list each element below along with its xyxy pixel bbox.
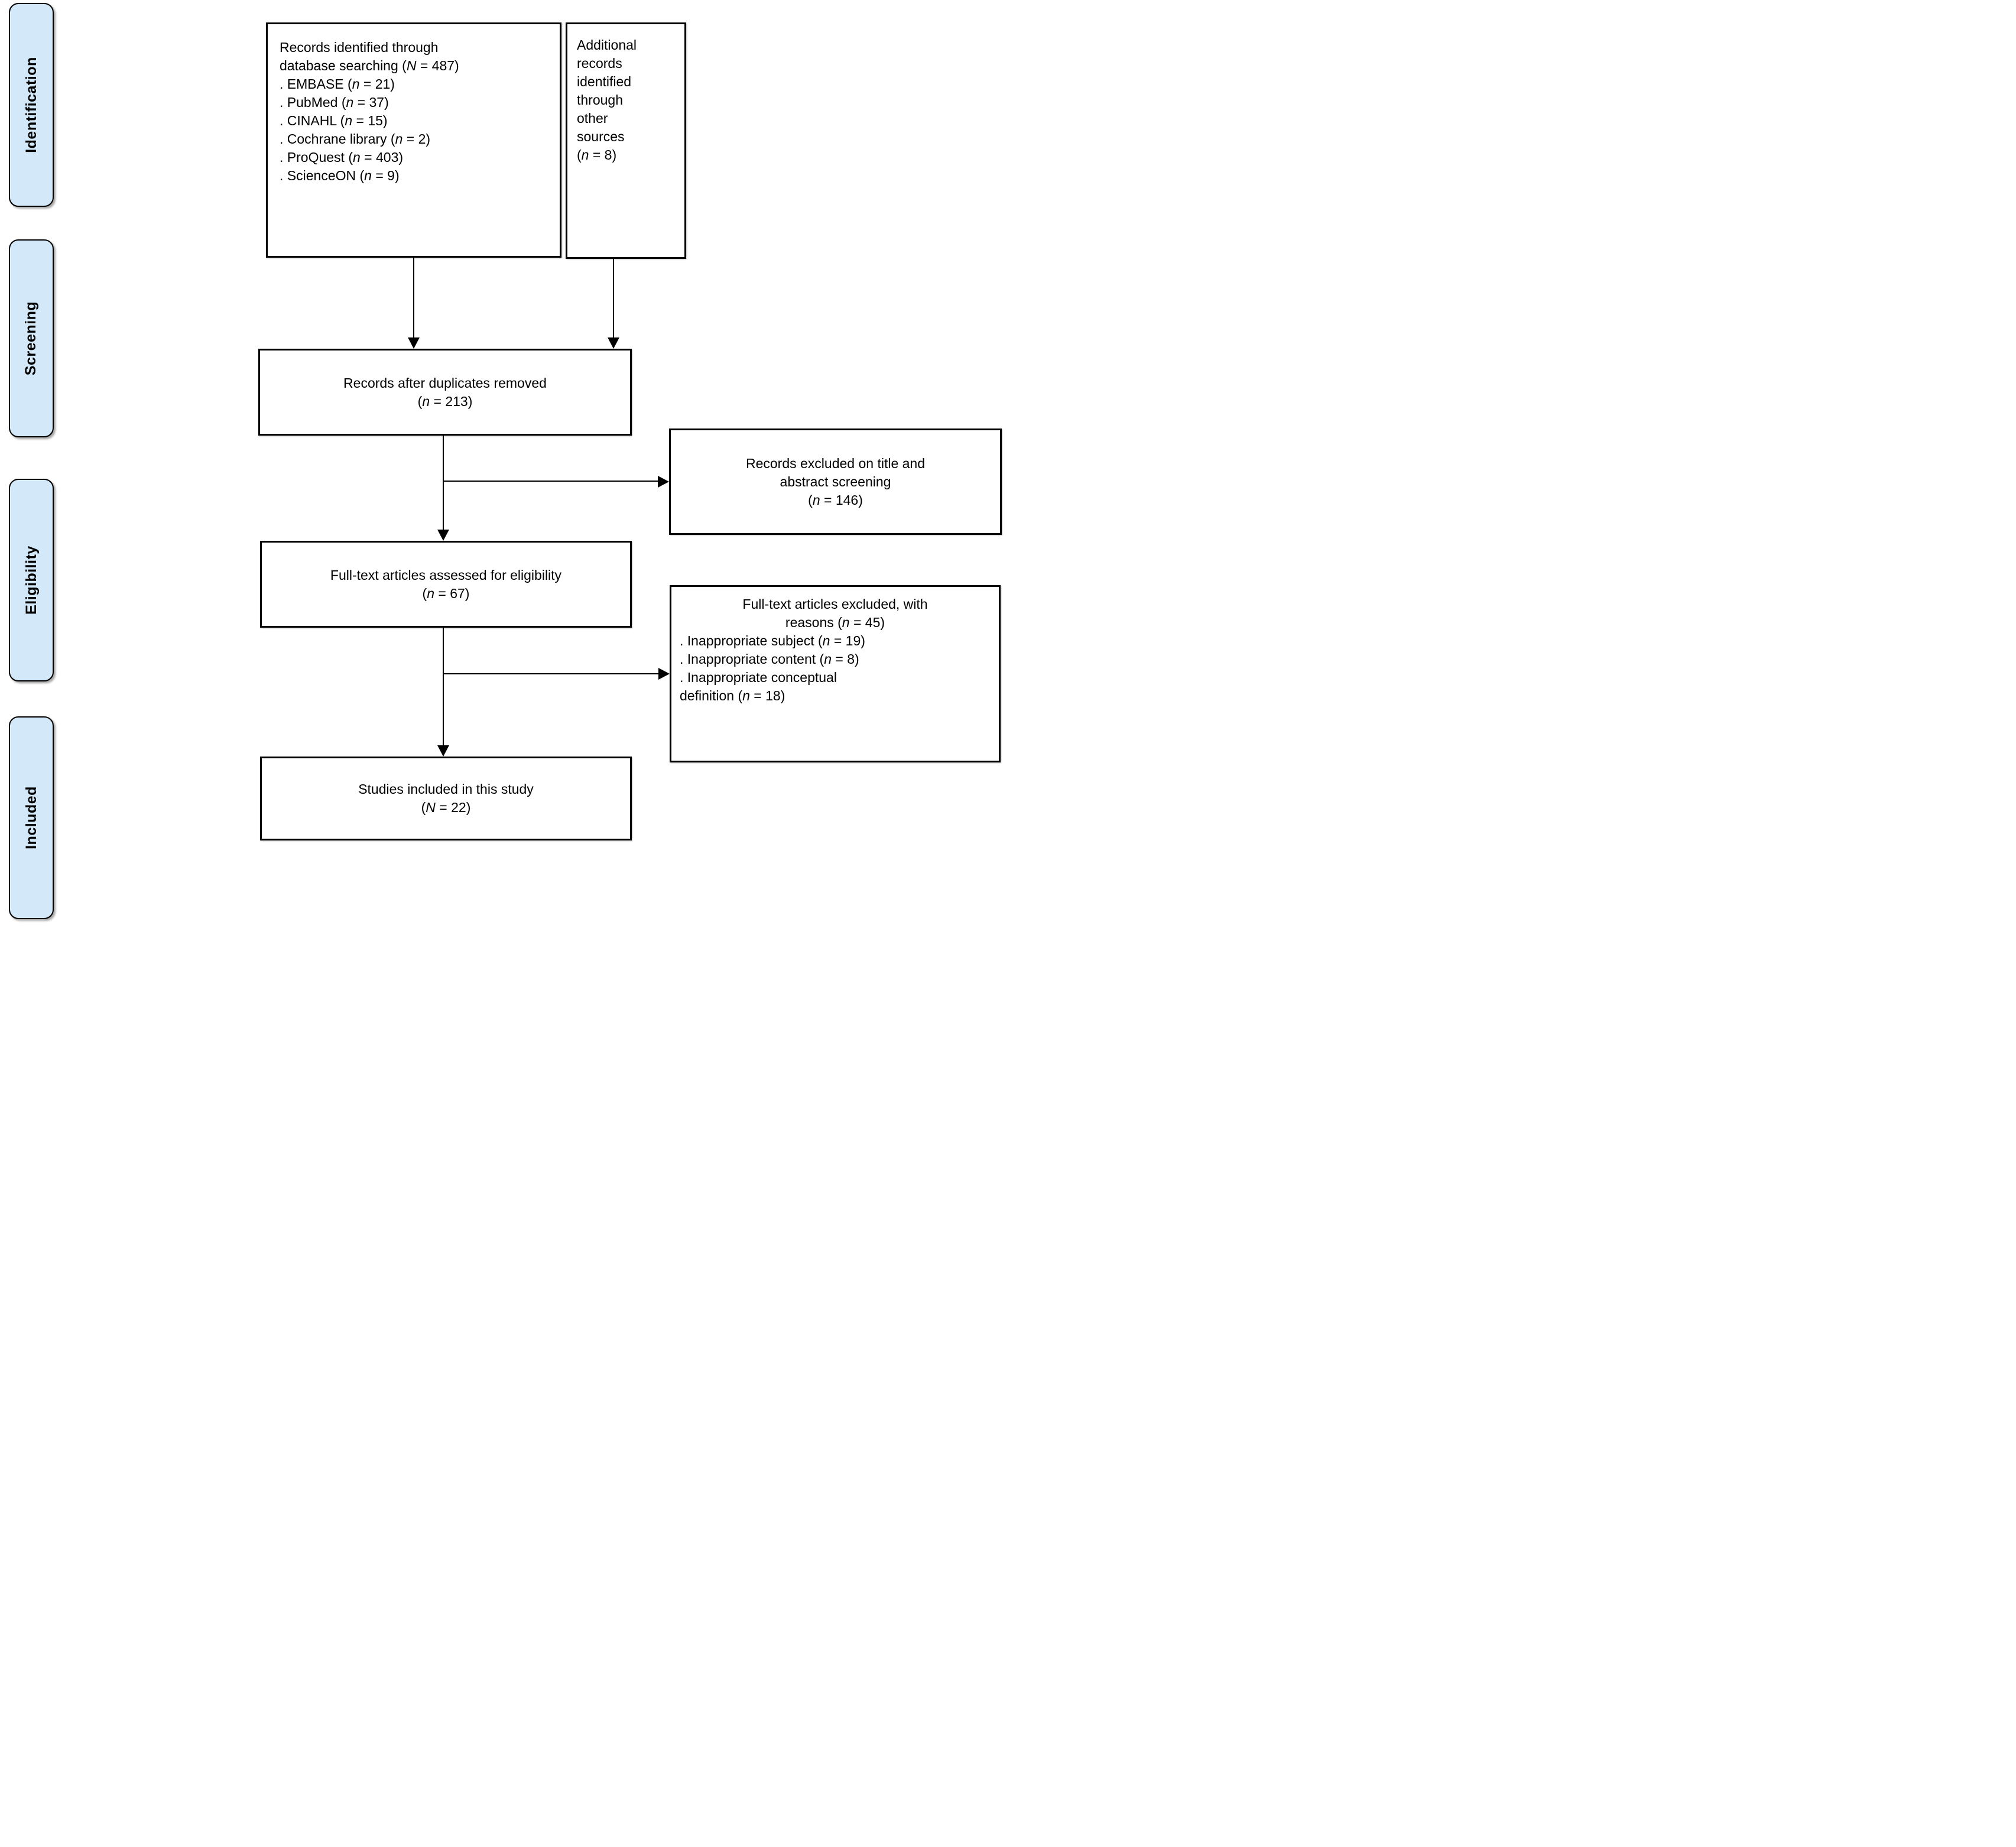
connector-dedup-down (443, 436, 444, 530)
box-records-identified: Records identified through database searc… (266, 22, 561, 258)
arrowhead-identified-to-dedup (408, 337, 420, 349)
box-text-line: Full-text articles excluded, with (742, 596, 928, 612)
box-text-line: Studies included in this study (358, 781, 534, 797)
stage-included: Included (9, 716, 54, 919)
stage-screening: Screening (9, 239, 54, 437)
box-text-line: . EMBASE (n = 21) (280, 76, 395, 92)
box-additional-records: Additional records identified through other s… (566, 22, 686, 259)
branch-dedup-to-excluded (443, 481, 658, 482)
box-text-line: Records excluded on title and (745, 455, 926, 471)
box-text-line: identified (577, 74, 632, 89)
box-text-line: (n = 8) (577, 147, 617, 163)
box-text-line: reasons (n = 45) (785, 615, 885, 630)
box-text-line: . Inappropriate content (n = 8) (680, 651, 859, 667)
box-text-line: (n = 67) (422, 585, 470, 601)
box-studies-included: Studies included in this study (N = 22) (260, 757, 632, 840)
stage-included-label: Included (22, 786, 40, 849)
box-text-line: . ScienceON (n = 9) (280, 168, 400, 183)
stage-identification-label: Identification (22, 57, 40, 153)
box-text-line: . Inappropriate conceptual (680, 670, 837, 685)
box-text-line: . CINAHL (n = 15) (280, 113, 388, 128)
box-text-line: . Inappropriate subject (n = 19) (680, 633, 865, 648)
box-text-line: . PubMed (n = 37) (280, 95, 389, 110)
box-text-line: (n = 213) (417, 393, 473, 409)
stage-screening-label: Screening (22, 301, 40, 376)
box-text-line: other (577, 111, 608, 126)
box-text-line: records (577, 56, 622, 71)
box-text-line: definition (n = 18) (680, 688, 785, 703)
arrowhead-additional-to-dedup (608, 337, 619, 349)
stage-eligibility-label: Eligibility (22, 546, 40, 615)
box-text-line: Full-text articles assessed for eligibil… (330, 567, 562, 583)
box-text-line: (N = 22) (421, 800, 471, 815)
box-text-line: through (577, 92, 624, 108)
box-text-line: Records after duplicates removed (343, 375, 547, 391)
connector-fulltext-down (443, 628, 444, 746)
arrowhead-fulltext-to-excluded (658, 668, 670, 680)
arrow-line-identified-to-dedup (413, 258, 414, 338)
box-fulltext-excluded: Full-text articles excluded, with reasons… (670, 585, 1001, 762)
arrowhead-dedup-to-fulltext (437, 530, 449, 541)
prisma-flow-diagram: Identification Screening Eligibility Inc… (0, 0, 1008, 924)
stage-eligibility: Eligibility (9, 479, 54, 681)
box-text-line: database searching (N = 487) (280, 58, 459, 73)
box-records-excluded-screening: Records excluded on title and abstract sc… (669, 429, 1002, 535)
box-text-line: . ProQuest (n = 403) (280, 150, 404, 165)
box-text-line: abstract screening (780, 473, 891, 489)
arrowhead-fulltext-to-included (437, 745, 449, 757)
arrow-line-additional-to-dedup (613, 259, 614, 338)
box-text-line: Records identified through (280, 40, 439, 55)
branch-fulltext-to-excluded (443, 673, 658, 674)
box-records-after-duplicates: Records after duplicates removed (n = 213… (258, 349, 632, 436)
box-text-line: Additional (577, 37, 637, 53)
arrowhead-dedup-to-excluded (658, 476, 669, 488)
box-fulltext-assessed: Full-text articles assessed for eligibil… (260, 541, 632, 628)
box-text-line: (n = 146) (808, 492, 863, 508)
box-text-line: . Cochrane library (n = 2) (280, 131, 431, 147)
stage-identification: Identification (9, 3, 54, 207)
box-text-line: sources (577, 129, 625, 144)
